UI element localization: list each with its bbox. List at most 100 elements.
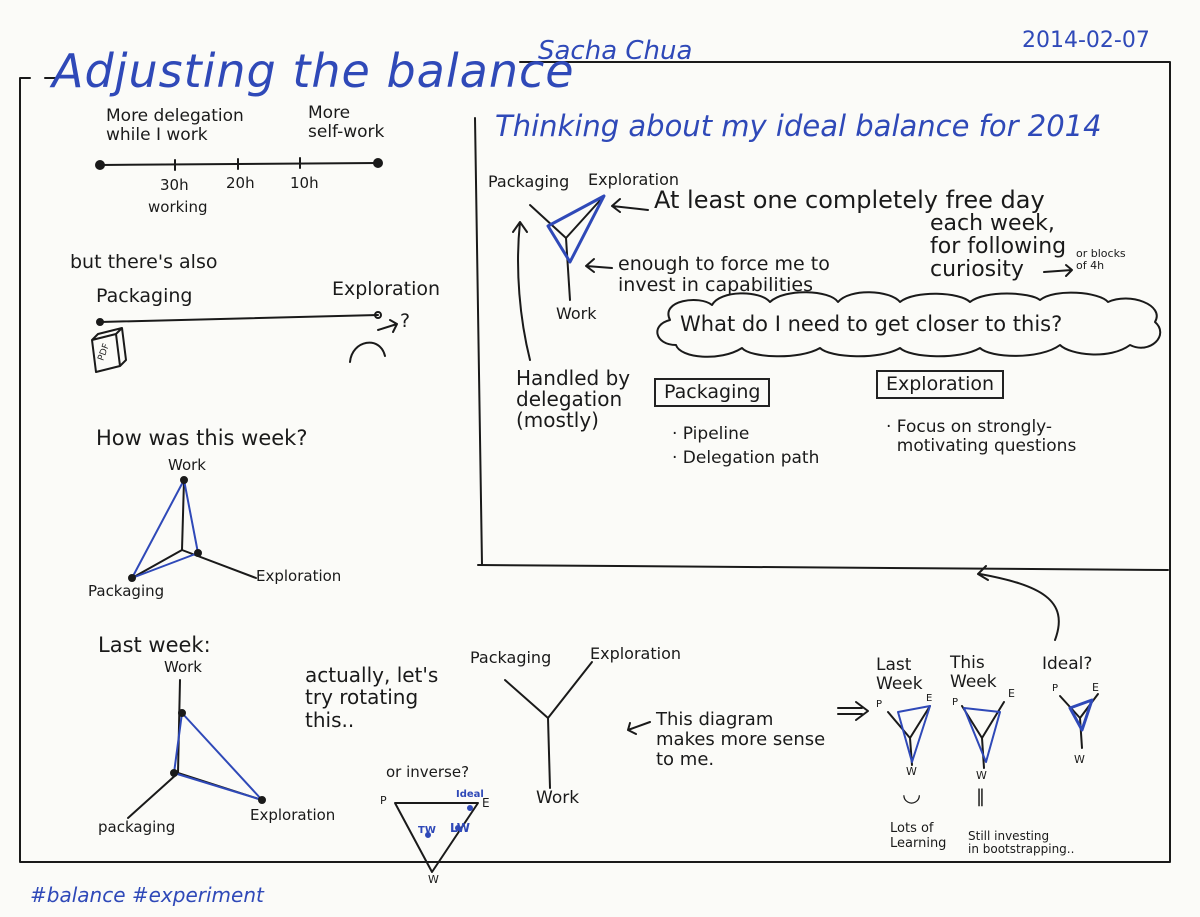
this-week-axis-packaging bbox=[131, 549, 183, 579]
exploration-item: · Focus on strongly- motivating question… bbox=[886, 417, 1077, 457]
inverse-point-ideal bbox=[467, 805, 473, 811]
mini-last-p: P bbox=[876, 699, 883, 710]
exploration-arrow-icon bbox=[349, 319, 398, 363]
inverse-tw-label: TW bbox=[418, 825, 436, 836]
packaging-intro: but there's also bbox=[70, 251, 218, 273]
return-arrow bbox=[977, 565, 1060, 641]
mini-this-week-shape bbox=[963, 707, 1001, 763]
page-title: Adjusting the balance bbox=[52, 44, 575, 98]
this-week-neutral-icon: ‖ bbox=[976, 786, 985, 807]
last-week-exploration-label: Exploration bbox=[250, 806, 336, 824]
packaging-box: Packaging bbox=[654, 378, 771, 407]
tick-label-10h: 10h bbox=[290, 174, 319, 192]
this-week-exploration-label: Exploration bbox=[256, 567, 342, 585]
compare-ideal-label: Ideal? bbox=[1042, 654, 1093, 674]
ideal-axis-exploration bbox=[565, 195, 605, 239]
mini-last-w: W bbox=[906, 765, 917, 778]
this-week-axis-work bbox=[181, 479, 185, 551]
compare-this-week-label: This Week bbox=[950, 653, 997, 693]
blocks-note: or blocks of 4h bbox=[1076, 247, 1126, 273]
rotated-axis-work bbox=[547, 717, 551, 789]
this-week-heading: How was this week? bbox=[96, 426, 308, 450]
this-week-shape bbox=[131, 479, 199, 579]
last-week-comment: Lots of Learning bbox=[890, 821, 947, 851]
panel-divider-vertical bbox=[474, 117, 483, 566]
delegation-right-label: More self-work bbox=[308, 103, 385, 143]
date-label: 2014-02-07 bbox=[1022, 28, 1150, 53]
inverse-point-tw bbox=[425, 832, 431, 838]
mini-ideal-e: E bbox=[1092, 681, 1099, 694]
tick-label-20h: 20h bbox=[226, 174, 255, 192]
compare-arrow bbox=[837, 701, 869, 721]
rotated-axis-packaging bbox=[504, 679, 549, 719]
delegation-scale-end-right bbox=[373, 158, 383, 168]
inverse-e-label: E bbox=[482, 796, 490, 810]
delegation-scale-end-left bbox=[95, 160, 105, 170]
mini-this-e: E bbox=[1008, 687, 1015, 700]
mini-ideal-p: P bbox=[1052, 683, 1059, 694]
ideal-work-label: Work bbox=[556, 304, 597, 323]
this-week-point bbox=[194, 549, 202, 557]
packaging-scale-right-label: Exploration bbox=[332, 278, 441, 300]
inverse-ideal-label: Ideal bbox=[456, 789, 484, 800]
rotated-exploration-label: Exploration bbox=[590, 644, 681, 663]
mini-ideal-w: W bbox=[1074, 753, 1085, 766]
last-week-axis-packaging bbox=[127, 772, 179, 819]
rotated-axis-exploration bbox=[547, 661, 593, 719]
packaging-scale-line bbox=[99, 314, 379, 323]
this-week-point bbox=[128, 574, 136, 582]
author-name: Sacha Chua bbox=[538, 36, 693, 66]
free-day-note-continued: each week, for following curiosity bbox=[930, 211, 1067, 283]
packaging-scale-end-right bbox=[374, 311, 382, 319]
this-week-point bbox=[180, 476, 188, 484]
panel-divider-horizontal bbox=[477, 564, 1169, 571]
rotated-work-label: Work bbox=[536, 788, 580, 808]
question-mark: ? bbox=[400, 310, 411, 332]
packaging-item-delegation: · Delegation path bbox=[672, 448, 820, 468]
last-week-packaging-label: packaging bbox=[98, 818, 176, 836]
packaging-item-pipeline: · Pipeline bbox=[672, 424, 750, 444]
packaging-scale-left-label: Packaging bbox=[96, 285, 193, 307]
pdf-book-icon bbox=[91, 327, 127, 373]
footer-tags: #balance #experiment bbox=[30, 883, 264, 907]
packaging-scale-end-left bbox=[96, 318, 104, 326]
delegation-left-label: More delegation while I work bbox=[106, 106, 244, 146]
mini-this-w: W bbox=[976, 769, 987, 782]
rotate-note: actually, let's try rotating this.. bbox=[305, 663, 439, 732]
last-week-axis-work bbox=[177, 679, 181, 774]
last-week-heading: Last week: bbox=[98, 633, 211, 657]
free-day-note: At least one completely free day bbox=[654, 186, 1045, 214]
rotate-explanation: This diagram makes more sense to me. bbox=[656, 709, 826, 771]
inverse-w-label: W bbox=[428, 873, 439, 886]
last-week-point bbox=[258, 796, 266, 804]
this-week-packaging-label: Packaging bbox=[88, 582, 165, 600]
inverse-p-label: P bbox=[380, 794, 387, 807]
mini-last-week-shape bbox=[897, 705, 931, 763]
last-week-point bbox=[178, 709, 186, 717]
tick-note-working: working bbox=[148, 198, 208, 216]
rotated-packaging-label: Packaging bbox=[470, 648, 552, 667]
last-week-work-label: Work bbox=[164, 658, 202, 676]
exploration-box: Exploration bbox=[876, 370, 1005, 399]
mini-ideal-shape bbox=[1068, 698, 1094, 732]
inverse-triangle bbox=[394, 802, 479, 873]
inverse-point-lw bbox=[455, 825, 461, 831]
ideal-axis-work bbox=[565, 237, 571, 301]
mini-this-p: P bbox=[952, 697, 959, 708]
blocks-arrow bbox=[1043, 264, 1073, 277]
inverse-lw-label: LW bbox=[450, 821, 470, 835]
free-day-arrow bbox=[611, 198, 649, 213]
question-cloud bbox=[656, 291, 1162, 358]
inverse-label: or inverse? bbox=[386, 763, 470, 781]
last-week-point bbox=[170, 769, 178, 777]
this-week-work-label: Work bbox=[168, 456, 206, 474]
capabilities-note: enough to force me to invest in capabili… bbox=[618, 253, 830, 297]
tick-label-30h: 30h bbox=[160, 176, 189, 194]
delegation-arrow bbox=[512, 221, 531, 361]
explanation-arrow bbox=[627, 721, 651, 735]
ideal-exploration-label: Exploration bbox=[588, 170, 679, 189]
mini-last-e: E bbox=[926, 693, 933, 704]
ideal-axis-packaging bbox=[529, 204, 567, 239]
cloud-question: What do I need to get closer to this? bbox=[680, 312, 1063, 336]
delegation-note: Handled by delegation (mostly) bbox=[516, 366, 631, 432]
